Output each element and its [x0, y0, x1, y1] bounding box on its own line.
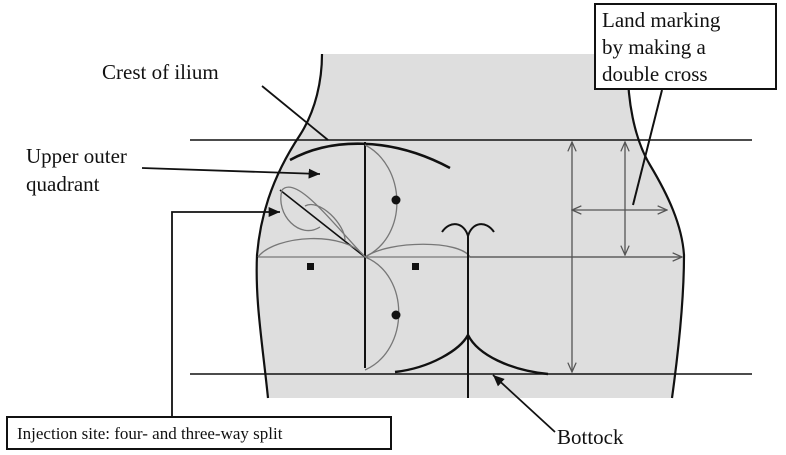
body-outline-left: [255, 53, 324, 399]
body-silhouette: [256, 54, 684, 398]
land-marking-line3: double cross: [602, 62, 708, 86]
land-marking-line1: Land marking: [602, 8, 721, 32]
injection-point-right: [412, 263, 419, 270]
crest-leader: [261, 85, 329, 141]
label-bottock: Bottock: [557, 425, 624, 449]
body-outline-right: [626, 53, 686, 399]
crest-of-ilium-arc: [289, 142, 451, 170]
buttock-fold-right: [466, 334, 549, 376]
injection-point-upper: [391, 195, 401, 205]
label-upper-outer-line2: quadrant: [26, 172, 100, 196]
injection-site-label: Injection site: four- and three-way spli…: [17, 424, 283, 443]
injection-site-box: Injection site: four- and three-way spli…: [6, 416, 392, 450]
label-upper-outer-line1: Upper outer: [26, 144, 127, 168]
injection-point-left: [307, 263, 314, 270]
land-marking-box: Land marking by making a double cross: [594, 3, 777, 90]
injection-point-lower: [391, 310, 401, 320]
injection-site-leader: [171, 206, 280, 418]
buttock-fold-left: [394, 334, 470, 374]
label-crest-of-ilium: Crest of ilium: [102, 60, 219, 84]
bottock-pointer: [492, 374, 556, 433]
land-marking-leader: [632, 89, 663, 206]
land-marking-line2: by making a: [602, 35, 706, 59]
upper-outer-pointer: [141, 167, 321, 179]
